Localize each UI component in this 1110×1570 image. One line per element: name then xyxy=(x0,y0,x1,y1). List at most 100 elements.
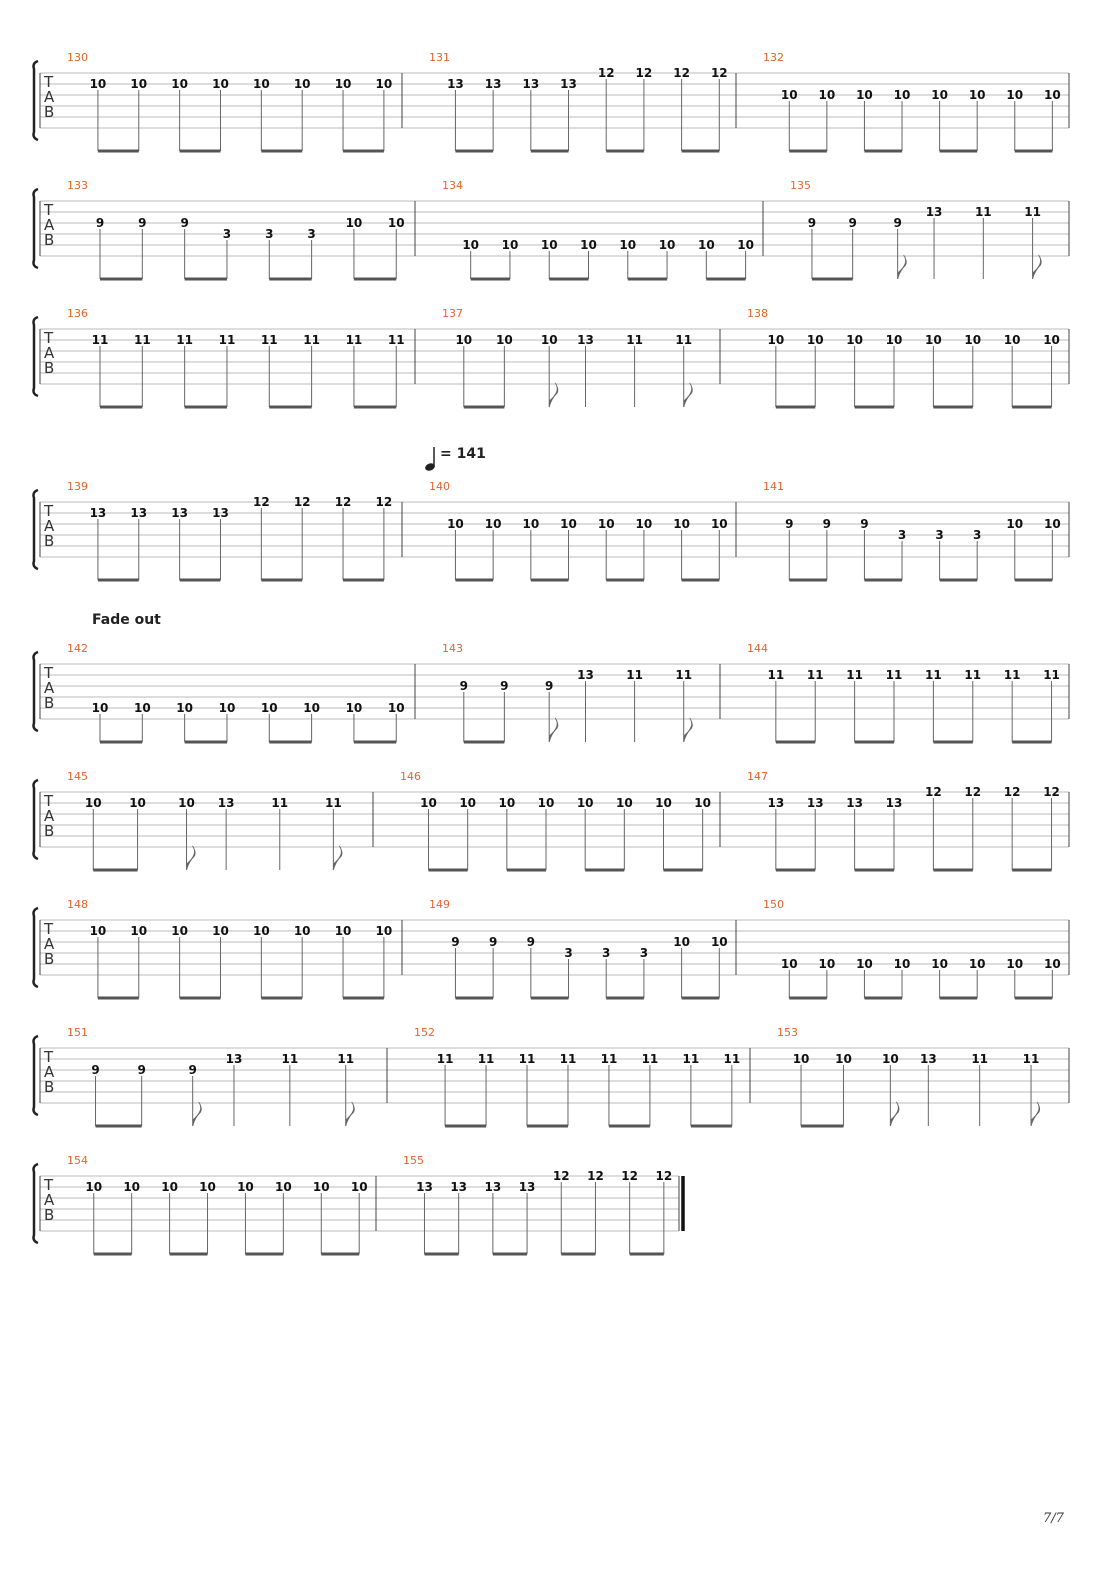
fret-number: 13 xyxy=(450,1180,467,1194)
tab-clef-letter: B xyxy=(44,1078,54,1096)
fret-number: 10 xyxy=(560,517,577,531)
fret-number: 10 xyxy=(577,796,594,810)
fret-number: 12 xyxy=(598,66,615,80)
quarter-note-icon xyxy=(425,463,435,471)
fret-number: 10 xyxy=(253,924,270,938)
tab-clef-letter: T xyxy=(43,920,54,938)
fret-number: 9 xyxy=(96,216,104,230)
fret-number: 10 xyxy=(737,238,754,252)
note-flag xyxy=(1032,254,1042,280)
tab-clef-letter: B xyxy=(44,822,54,840)
fret-number: 11 xyxy=(675,333,692,347)
fret-number: 10 xyxy=(313,1180,330,1194)
measure-number: 130 xyxy=(67,51,88,64)
fret-number: 10 xyxy=(376,77,393,91)
fret-number: 12 xyxy=(376,495,393,509)
system-bracket xyxy=(32,315,39,398)
tab-clef-letter: A xyxy=(44,216,55,234)
fret-number: 11 xyxy=(1023,1052,1040,1066)
measure-number: 140 xyxy=(429,480,450,493)
system-bracket xyxy=(32,906,39,989)
fret-number: 12 xyxy=(294,495,311,509)
fret-number: 10 xyxy=(931,88,948,102)
fret-number: 12 xyxy=(553,1169,570,1183)
fret-number: 13 xyxy=(416,1180,433,1194)
measure-number: 154 xyxy=(67,1154,88,1167)
measure-number: 153 xyxy=(777,1026,798,1039)
fret-number: 11 xyxy=(519,1052,536,1066)
fret-number: 10 xyxy=(351,1180,368,1194)
fret-number: 10 xyxy=(659,238,676,252)
fret-number: 10 xyxy=(711,935,728,949)
fret-number: 10 xyxy=(130,77,147,91)
fret-number: 10 xyxy=(123,1180,140,1194)
fret-number: 11 xyxy=(723,1052,740,1066)
fret-number: 10 xyxy=(1044,88,1061,102)
fret-number: 10 xyxy=(698,238,715,252)
fret-number: 13 xyxy=(926,205,943,219)
fret-number: 11 xyxy=(219,333,236,347)
fret-number: 11 xyxy=(176,333,193,347)
fret-number: 13 xyxy=(577,668,594,682)
note-flag xyxy=(345,1101,355,1127)
fret-number: 9 xyxy=(545,679,553,693)
fret-number: 10 xyxy=(294,924,311,938)
fret-number: 13 xyxy=(90,506,107,520)
fret-number: 3 xyxy=(935,528,943,542)
fret-number: 10 xyxy=(835,1052,852,1066)
tab-clef-letter: B xyxy=(44,231,54,249)
fret-number: 11 xyxy=(1043,668,1060,682)
fret-number: 10 xyxy=(129,796,146,810)
measure-number: 134 xyxy=(442,179,463,192)
measure-number: 149 xyxy=(429,898,450,911)
measure-number: 135 xyxy=(790,179,811,192)
measure-number: 155 xyxy=(403,1154,424,1167)
fret-number: 10 xyxy=(376,924,393,938)
fret-number: 10 xyxy=(1044,517,1061,531)
fret-number: 10 xyxy=(171,924,188,938)
fret-number: 10 xyxy=(673,935,690,949)
fret-number: 10 xyxy=(673,517,690,531)
fret-number: 10 xyxy=(598,517,615,531)
fret-number: 11 xyxy=(560,1052,577,1066)
tab-clef-letter: A xyxy=(44,1191,55,1209)
fret-number: 11 xyxy=(626,668,643,682)
measure-number: 150 xyxy=(763,898,784,911)
tab-clef-letter: T xyxy=(43,664,54,682)
fret-number: 9 xyxy=(823,517,831,531)
fade-out-direction: Fade out xyxy=(92,612,161,628)
fret-number: 9 xyxy=(138,216,146,230)
fret-number: 10 xyxy=(1006,88,1023,102)
fret-number: 10 xyxy=(964,333,981,347)
fret-number: 9 xyxy=(860,517,868,531)
fret-number: 11 xyxy=(478,1052,495,1066)
tab-clef-letter: B xyxy=(44,694,54,712)
fret-number: 10 xyxy=(1004,333,1021,347)
fret-number: 3 xyxy=(898,528,906,542)
fret-number: 11 xyxy=(975,205,992,219)
system-bracket xyxy=(32,59,39,142)
tempo-marking: = 141 xyxy=(425,446,486,471)
fret-number: 12 xyxy=(711,66,728,80)
fret-number: 10 xyxy=(261,701,278,715)
fret-number: 11 xyxy=(971,1052,988,1066)
fret-number: 10 xyxy=(420,796,437,810)
fret-number: 13 xyxy=(212,506,229,520)
fret-number: 10 xyxy=(856,88,873,102)
fret-number: 10 xyxy=(176,701,193,715)
fret-number: 10 xyxy=(92,701,109,715)
system-bracket xyxy=(32,778,39,861)
fret-number: 10 xyxy=(522,517,539,531)
